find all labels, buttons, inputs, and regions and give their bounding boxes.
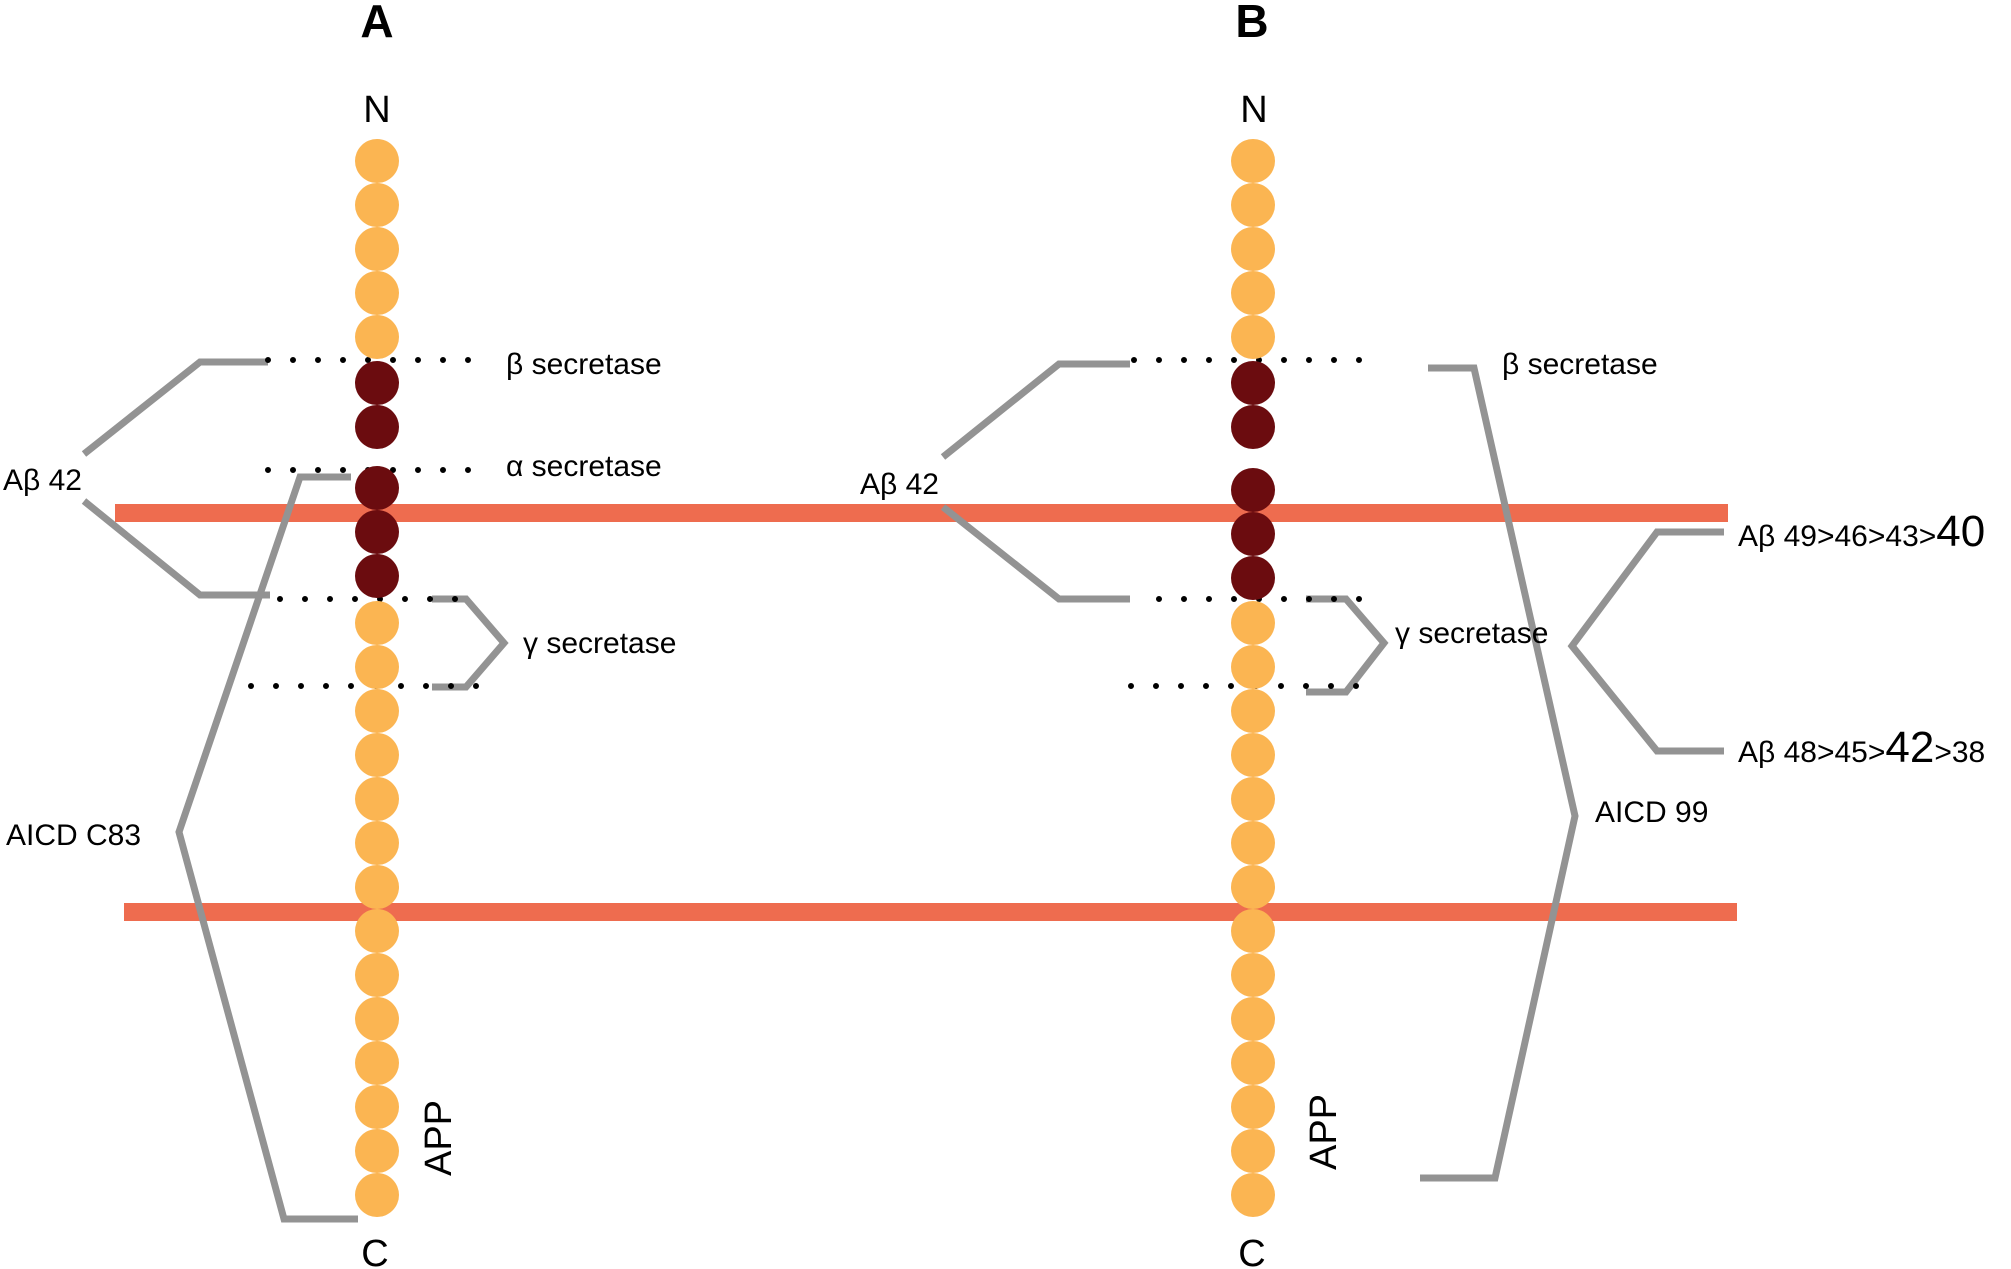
panel-b-abeta-bracket xyxy=(940,360,1130,460)
panel-b-residue xyxy=(1231,601,1275,645)
panel-b-abeta-residue xyxy=(1231,512,1275,556)
product-line-2-major: 42 xyxy=(1885,723,1934,772)
product-line-2-suffix: >38 xyxy=(1934,736,1985,769)
panel-b-residue xyxy=(1231,909,1275,953)
panel-b-n-terminus: N xyxy=(1240,89,1267,131)
panel-b-residue xyxy=(1231,865,1275,909)
panel-a-residue xyxy=(355,1041,399,1085)
panel-a-abeta-residue xyxy=(355,554,399,598)
panel-a-residue xyxy=(355,227,399,271)
panel-b-residue xyxy=(1231,1129,1275,1173)
panel-b-residue xyxy=(1231,315,1275,359)
panel-b-c-terminus: C xyxy=(1238,1233,1265,1269)
panel-b-residue xyxy=(1231,777,1275,821)
product-line-1-prefix: Aβ 49>46>43> xyxy=(1738,520,1936,553)
panel-b-gamma-bracket xyxy=(1306,595,1389,696)
panel-a-abeta-bracket-lower xyxy=(81,498,270,599)
panel-a-residue xyxy=(355,183,399,227)
panel-b-residue xyxy=(1231,997,1275,1041)
panel-a-abeta-residue xyxy=(355,361,399,405)
panel-b-residue xyxy=(1231,227,1275,271)
panel-a-n-terminus: N xyxy=(363,89,390,131)
panel-b-residue xyxy=(1231,1173,1275,1217)
panel-b-residue xyxy=(1231,271,1275,315)
panel-a-residue xyxy=(355,953,399,997)
panel-b-abeta-label: Aβ 42 xyxy=(860,468,939,501)
panel-b-product-line-1: Aβ 49>46>43>40 xyxy=(1738,507,1985,556)
panel-b-residue xyxy=(1231,1041,1275,1085)
panel-a-abeta-label: Aβ 42 xyxy=(3,464,82,497)
panel-a-abeta-residue xyxy=(355,405,399,449)
panel-a-residue xyxy=(355,997,399,1041)
panel-b-gamma-secretase-label: γ secretase xyxy=(1395,617,1548,650)
panel-b-product-line-2: Aβ 48>45>42>38 xyxy=(1738,723,1985,772)
panel-a-residue xyxy=(355,1085,399,1129)
panel-b-beta-secretase-label: β secretase xyxy=(1502,348,1658,381)
panel-b-residue xyxy=(1231,733,1275,777)
panel-a-residue xyxy=(355,645,399,689)
panel-a-alpha-secretase-label: α secretase xyxy=(506,450,662,483)
panel-a-residue xyxy=(355,777,399,821)
panel-a-abeta-residue xyxy=(355,510,399,554)
panel-b-products-bracket xyxy=(1567,528,1724,755)
panel-b-label: B xyxy=(1235,0,1268,47)
panel-b-abeta-residue xyxy=(1231,556,1275,600)
panel-a-abeta-bracket xyxy=(81,358,268,457)
panel-b-abeta-residue xyxy=(1231,405,1275,449)
panel-a-brackets xyxy=(81,358,509,1223)
panel-b-aicd-label: AICD 99 xyxy=(1595,796,1708,829)
panel-b-protein-label: APP xyxy=(1303,1094,1345,1170)
panel-b-abeta-bracket-lower xyxy=(940,504,1130,603)
panel-a-residue xyxy=(355,139,399,183)
panel-b-residue xyxy=(1231,183,1275,227)
panel-b-brackets xyxy=(940,360,1724,1182)
panel-a-abeta-residue xyxy=(355,466,399,510)
panel-a-residue xyxy=(355,865,399,909)
panel-b-residue xyxy=(1231,821,1275,865)
panel-b-residue xyxy=(1231,645,1275,689)
panel-b-residue xyxy=(1231,689,1275,733)
panel-a-app-chain xyxy=(355,139,399,1217)
panel-a-residue xyxy=(355,271,399,315)
panel-a-residue xyxy=(355,315,399,359)
product-line-2-prefix: Aβ 48>45> xyxy=(1738,736,1885,769)
panel-a-aicd-bracket xyxy=(175,473,358,1223)
panel-a-residue xyxy=(355,909,399,953)
panel-a-gamma-secretase-label: γ secretase xyxy=(523,627,676,660)
panel-b-residue xyxy=(1231,139,1275,183)
panel-a-residue xyxy=(355,821,399,865)
panel-a-residue xyxy=(355,1129,399,1173)
panel-b-residue xyxy=(1231,953,1275,997)
panel-a-aicd-label: AICD C83 xyxy=(6,819,141,852)
panel-a-beta-secretase-label: β secretase xyxy=(506,348,662,381)
panel-b-app-chain xyxy=(1231,139,1275,1217)
panel-a-gamma-bracket xyxy=(432,595,509,691)
panel-a-label: A xyxy=(360,0,393,47)
panel-b-residue xyxy=(1231,1085,1275,1129)
panel-a-residue xyxy=(355,601,399,645)
product-line-1-major: 40 xyxy=(1936,507,1985,556)
cleavage-dots xyxy=(248,357,1387,689)
panel-a-c-terminus: C xyxy=(361,1233,388,1269)
panel-b-abeta-residue xyxy=(1231,361,1275,405)
panel-a-protein-label: APP xyxy=(418,1100,460,1176)
panel-a-residue xyxy=(355,1173,399,1217)
panel-a-residue xyxy=(355,733,399,777)
panel-b-abeta-residue xyxy=(1231,468,1275,512)
panel-b-aicd-bracket xyxy=(1420,364,1579,1182)
panel-a-residue xyxy=(355,689,399,733)
